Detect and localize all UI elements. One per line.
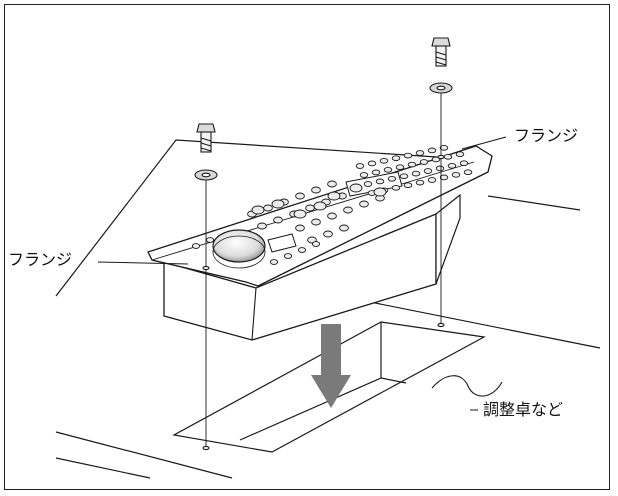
leader-lines (97, 136, 507, 411)
panel-button (327, 212, 337, 220)
panel-button (363, 181, 373, 187)
panel-button (435, 165, 445, 172)
panel-button (273, 216, 283, 224)
panel-button (311, 218, 321, 226)
panel-button (391, 184, 401, 191)
panel-button (391, 155, 401, 162)
panel-button (375, 178, 385, 185)
panel-button (371, 169, 381, 176)
panel-button (399, 173, 409, 180)
desk-surface (55, 139, 601, 479)
panel-button (293, 209, 307, 219)
panel-button (373, 187, 387, 197)
control-panel-unit (147, 144, 493, 341)
panel-button (295, 192, 305, 200)
panel-button (439, 144, 449, 151)
panel-button (305, 204, 315, 212)
jog-dial-knob (212, 229, 266, 263)
panel-button (311, 241, 321, 247)
panel-button (415, 150, 425, 156)
panel-button (297, 247, 307, 253)
panel-button (403, 152, 413, 159)
panel-button (439, 174, 449, 181)
panel-button (419, 159, 429, 165)
panel-button (459, 160, 469, 167)
left-screw-assembly (194, 123, 218, 451)
panel-button (403, 182, 413, 189)
panel-button (367, 160, 377, 167)
panel-button (383, 166, 393, 173)
panel-button (269, 259, 279, 265)
panel-button (387, 175, 397, 182)
panel-button (327, 180, 337, 188)
panel-button (427, 147, 437, 154)
panel-button (415, 179, 425, 186)
panel-button (455, 151, 465, 158)
panel-button (463, 169, 473, 176)
panel-button (311, 186, 321, 194)
panel-button (359, 200, 369, 208)
panel-button (447, 162, 457, 169)
panel-button (451, 171, 461, 178)
desk-opening (172, 321, 486, 453)
panel-button (339, 224, 349, 232)
desk-break-line (431, 375, 503, 397)
panel-button (343, 206, 353, 214)
panel-button (323, 230, 333, 238)
panel-button (283, 253, 293, 259)
flange-label-left: フランジ (8, 250, 73, 269)
panel-button (411, 170, 421, 177)
panel-button (263, 204, 273, 212)
panel-button (359, 172, 369, 178)
panel-button (205, 237, 215, 243)
panel-button (395, 164, 405, 171)
flange-label-right: フランジ (514, 126, 579, 145)
panel-button (407, 161, 417, 168)
panel-button (257, 222, 267, 230)
panel-buttons (191, 144, 473, 265)
panel-button (251, 205, 265, 215)
panel-button (427, 177, 437, 183)
panel-button (327, 191, 341, 201)
panel-button (271, 199, 285, 209)
panel-button (313, 201, 327, 211)
desk-label: 調整卓など (483, 400, 564, 419)
panel-button (295, 224, 305, 232)
panel-button (423, 168, 433, 174)
insert-direction-arrow (311, 324, 351, 408)
panel-button (355, 163, 365, 169)
panel-button (191, 243, 201, 249)
panel-button (349, 183, 363, 193)
right-screw-assembly (429, 37, 453, 328)
panel-button (443, 153, 453, 160)
panel-button (379, 157, 389, 164)
